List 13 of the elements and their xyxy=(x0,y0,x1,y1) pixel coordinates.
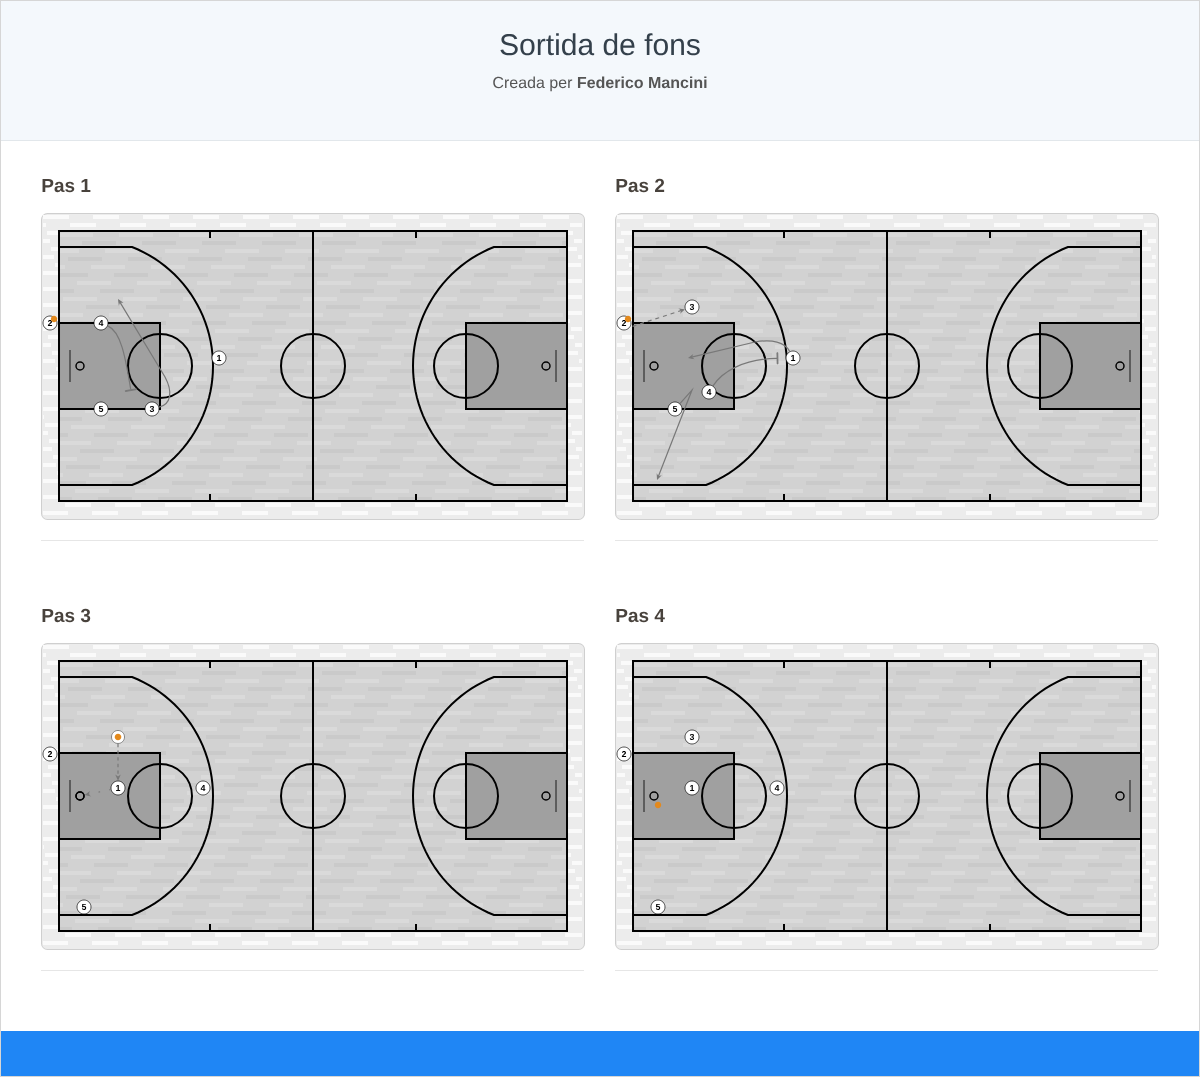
movement-arrow xyxy=(688,340,791,360)
screen-line xyxy=(712,352,779,387)
ball-marker xyxy=(111,730,125,744)
movement-arrow xyxy=(118,299,171,408)
movement-arrow xyxy=(656,387,694,480)
screen-line xyxy=(107,325,137,392)
basket-rim xyxy=(75,791,85,801)
title: Sortida de fons xyxy=(500,33,700,56)
panel-heading: Pas 4 xyxy=(616,608,665,623)
subtitle: Creada per Federico Mancini xyxy=(493,76,707,92)
panel-heading: Pas 2 xyxy=(616,178,665,193)
panel-heading: Pas 3 xyxy=(42,608,91,623)
panel-heading: Pas 1 xyxy=(42,178,91,193)
